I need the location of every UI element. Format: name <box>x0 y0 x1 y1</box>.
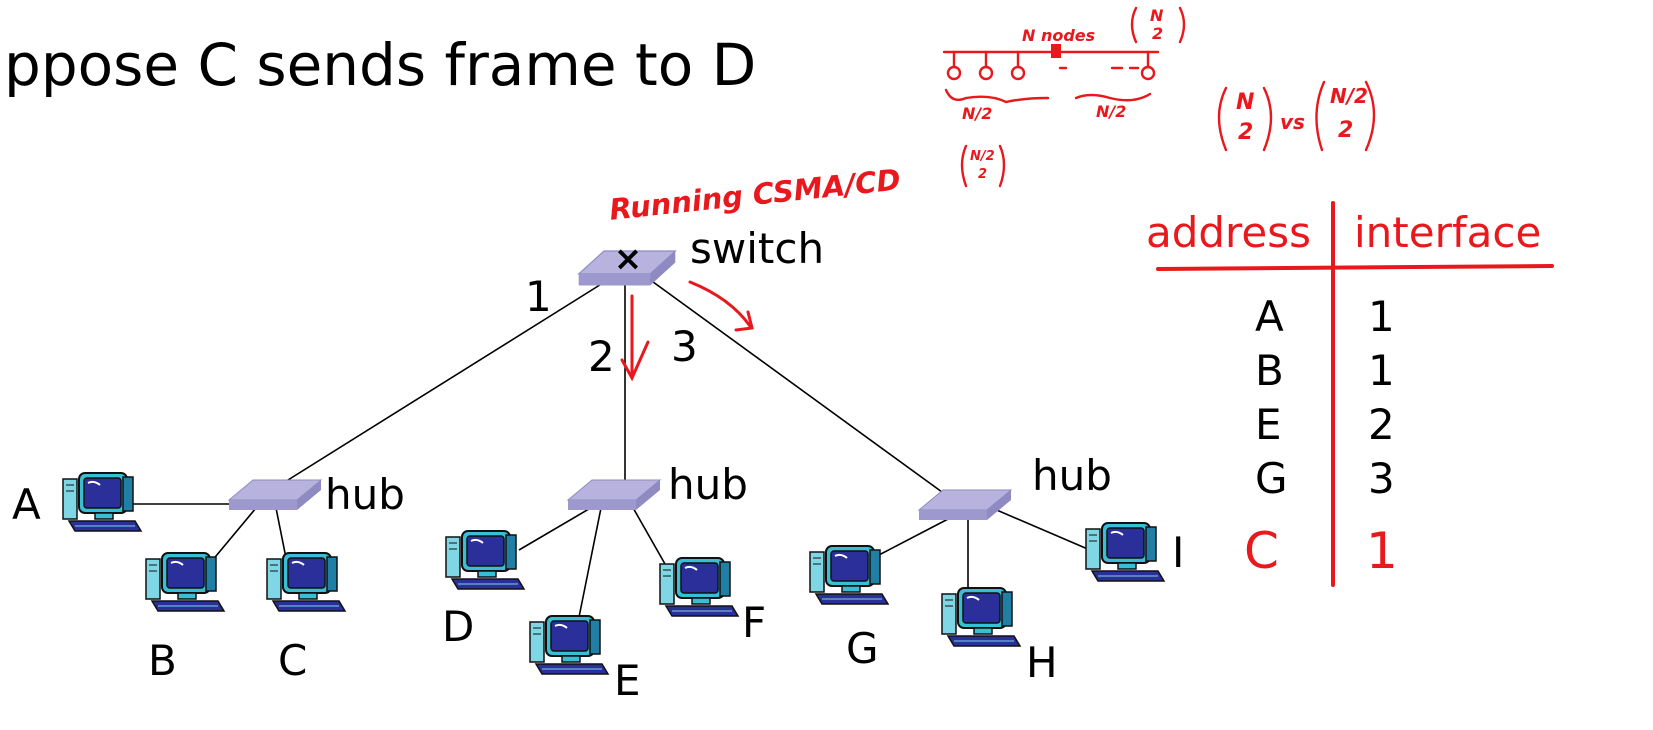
table-cell-interface-handwritten: 1 <box>1366 522 1398 580</box>
hub-label: hub <box>668 460 748 509</box>
host-label-i: I <box>1172 528 1185 577</box>
port-number: 2 <box>588 332 615 381</box>
compare-left-top: N <box>1236 90 1255 115</box>
host-label-d: D <box>442 602 475 651</box>
table-cell-address: B <box>1255 346 1284 395</box>
link-hub3-i <box>984 504 1091 551</box>
hub-icon[interactable] <box>567 479 661 511</box>
host-label-b: B <box>148 636 177 685</box>
sketch-bus-diagram <box>942 6 1376 188</box>
computer-icon[interactable] <box>266 552 346 612</box>
link-hub2-d <box>518 505 595 551</box>
compare-vs: vs <box>1280 110 1305 134</box>
links <box>110 278 1091 633</box>
computer-icon[interactable] <box>529 615 609 675</box>
switch-label: switch <box>690 224 825 273</box>
forwarding-arrows <box>620 280 754 382</box>
host-label-f: F <box>742 598 767 647</box>
table-cell-interface: 3 <box>1368 454 1395 503</box>
table-cell-address: E <box>1255 400 1282 449</box>
compare-left-bottom: 2 <box>1238 120 1254 145</box>
switch-x-mark: × <box>614 239 643 279</box>
sketch-left-half: N/2 <box>962 104 993 123</box>
link-switch-hub3 <box>648 278 954 501</box>
computer-icon[interactable] <box>62 472 142 532</box>
table-cell-address: A <box>1255 292 1284 341</box>
sketch-binom-top: N <box>1150 6 1164 25</box>
hub-icon[interactable] <box>228 479 322 511</box>
slide-title: ppose C sends frame to D <box>4 31 757 99</box>
table-header-interface: interface <box>1354 208 1542 257</box>
computer-icon[interactable] <box>1085 522 1165 582</box>
compare-right-bottom: 2 <box>1338 118 1354 143</box>
host-label-c: C <box>278 636 308 685</box>
arrow-down-head <box>620 340 650 382</box>
table-cell-interface: 2 <box>1368 400 1395 449</box>
hub-label: hub <box>1032 451 1112 500</box>
port-number: 3 <box>671 322 698 371</box>
sketch-small-binom-top: N/2 <box>970 149 995 164</box>
sketch-binom-bottom: 2 <box>1152 24 1164 43</box>
table-cell-interface: 1 <box>1368 292 1395 341</box>
computer-icon[interactable] <box>445 530 525 590</box>
host-label-e: E <box>614 656 641 705</box>
table-cell-address-handwritten: C <box>1244 522 1279 580</box>
link-hub2-e <box>575 507 602 633</box>
port-number: 1 <box>525 272 552 321</box>
link-switch-hub1 <box>263 282 604 496</box>
sketch-top-label: N nodes <box>1022 26 1096 45</box>
link-hub3-g <box>876 517 951 557</box>
computer-icon[interactable] <box>809 545 889 605</box>
compare-right-top: N/2 <box>1330 84 1368 108</box>
sketch-small-binom-bottom: 2 <box>978 167 988 182</box>
arrow-right-head <box>734 310 754 332</box>
host-label-h: H <box>1026 638 1058 687</box>
computer-icon[interactable] <box>659 557 739 617</box>
address-table-grid <box>1156 201 1554 587</box>
arrow-right-port3 <box>688 280 752 328</box>
sketch-right-half: N/2 <box>1096 102 1127 121</box>
computer-icon[interactable] <box>145 552 225 612</box>
table-header-address: address <box>1146 208 1312 257</box>
hub-icon[interactable] <box>918 489 1012 521</box>
table-cell-address: G <box>1255 454 1288 503</box>
host-label-a: A <box>12 480 41 529</box>
computer-icon[interactable] <box>941 587 1021 647</box>
hub-label: hub <box>325 470 405 519</box>
host-label-g: G <box>846 624 879 673</box>
table-cell-interface: 1 <box>1368 346 1395 395</box>
